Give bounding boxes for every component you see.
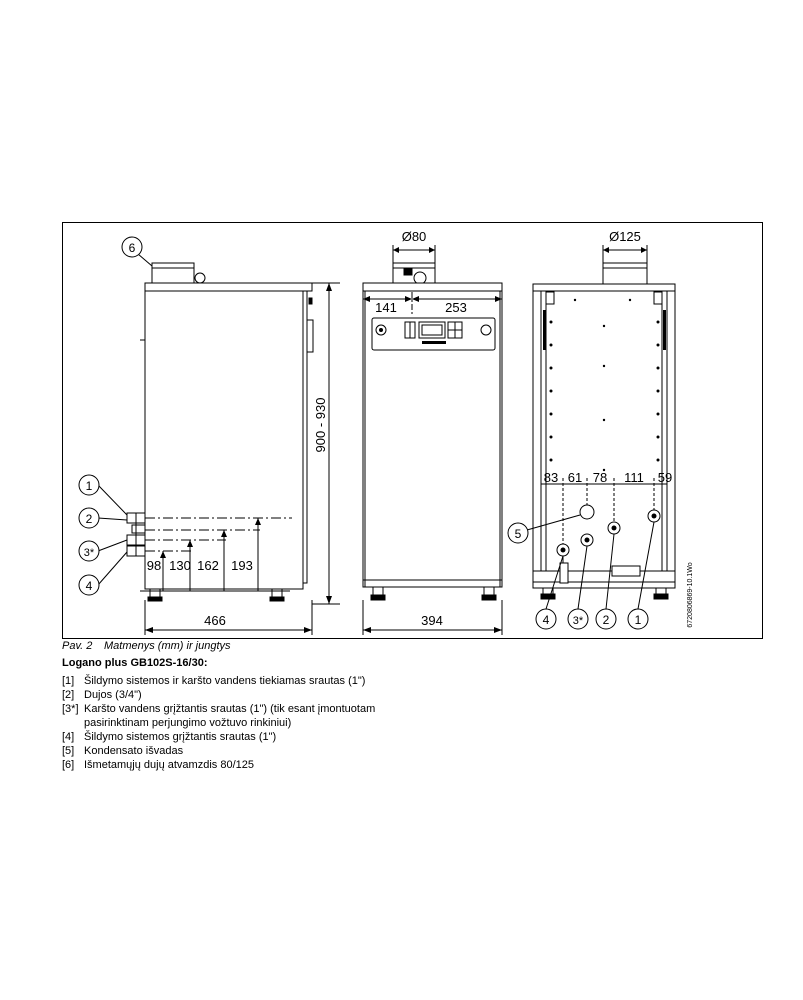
callout-2-side: 2 (78, 507, 100, 529)
fitting-2 (607, 521, 621, 535)
legend-list: [1] Šildymo sistemos ir karšto vandens t… (62, 674, 442, 772)
legend-item: [3*] Karšto vandens grįžtantis srautas (… (62, 703, 376, 729)
callout-1-back: 1 (627, 608, 649, 630)
callout-5: 5 (507, 522, 529, 544)
figure-caption: Pav. 2 Matmenys (mm) ir jungtys (62, 640, 231, 652)
caption-text: Matmenys (mm) ir jungtys (104, 640, 231, 652)
fitting-3 (580, 533, 594, 547)
side-height-labels: 98 130 162 193 (147, 558, 253, 573)
legend-item: [4] Šildymo sistemos grįžtantis srautas … (62, 731, 277, 743)
figure-frame (62, 222, 763, 639)
side-width-dimension: 466 (144, 600, 313, 635)
callout-6: 6 (121, 236, 143, 258)
callout-3-side: 3* (78, 540, 100, 562)
doc-code: 6720806869-10.1Wo (687, 562, 694, 627)
svg-text:2: 2 (86, 512, 93, 526)
legend-item: [1] Šildymo sistemos ir karšto vandens t… (62, 675, 366, 687)
height-label-162: 162 (197, 558, 219, 573)
height-label-193: 193 (231, 558, 253, 573)
height-dimension: 900 - 930 (312, 282, 340, 605)
back-view: Ø125 (507, 229, 694, 630)
height-label-98: 98 (147, 558, 161, 573)
spacing-label-61: 61 (568, 470, 582, 485)
svg-text:5: 5 (515, 527, 522, 541)
height-label-130: 130 (169, 558, 191, 573)
callout-4-side: 4 (78, 574, 100, 596)
spacing-label-111: 111 (624, 470, 644, 485)
front-left-dim-label: 141 (375, 300, 397, 315)
callout-4-back: 4 (535, 608, 557, 630)
side-view (126, 262, 314, 602)
svg-text:3*: 3* (573, 615, 584, 627)
side-width-label: 466 (204, 613, 226, 628)
fitting-1 (647, 509, 661, 523)
height-dim-label: 900 - 930 (313, 398, 328, 453)
side-callouts: 6 1 2 3* 4 (78, 236, 153, 596)
front-width-label: 394 (421, 613, 443, 628)
svg-text:4: 4 (543, 613, 550, 627)
callout-3-back: 3* (567, 608, 589, 630)
legend-item: [5] Kondensato išvadas (62, 745, 184, 757)
callout-1-side: 1 (78, 474, 100, 496)
svg-text:1: 1 (635, 613, 642, 627)
svg-text:2: 2 (603, 613, 610, 627)
svg-text:3*: 3* (84, 547, 95, 559)
legend-item: [2] Dujos (3/4") (62, 689, 142, 701)
svg-text:1: 1 (86, 479, 93, 493)
front-view: Ø80 141 253 (362, 229, 503, 635)
svg-text:6: 6 (129, 241, 136, 255)
legend-heading: Logano plus GB102S-16/30: (62, 657, 208, 669)
flue-back-dim-label: Ø125 (609, 229, 641, 244)
callout-2-back: 2 (595, 608, 617, 630)
legend-item: [6] Išmetamųjų dujų atvamzdis 80/125 (62, 759, 254, 771)
flue-front-dim-label: Ø80 (402, 229, 427, 244)
caption-label: Pav. 2 (62, 640, 93, 652)
spacing-label-83: 83 (544, 470, 558, 485)
spacing-label-78: 78 (593, 470, 607, 485)
front-right-dim-label: 253 (445, 300, 467, 315)
dimension-drawing: 900 - 930 466 98 130 162 193 6 1 2 (62, 222, 763, 639)
spacing-label-59: 59 (658, 470, 672, 485)
svg-text:4: 4 (86, 579, 93, 593)
